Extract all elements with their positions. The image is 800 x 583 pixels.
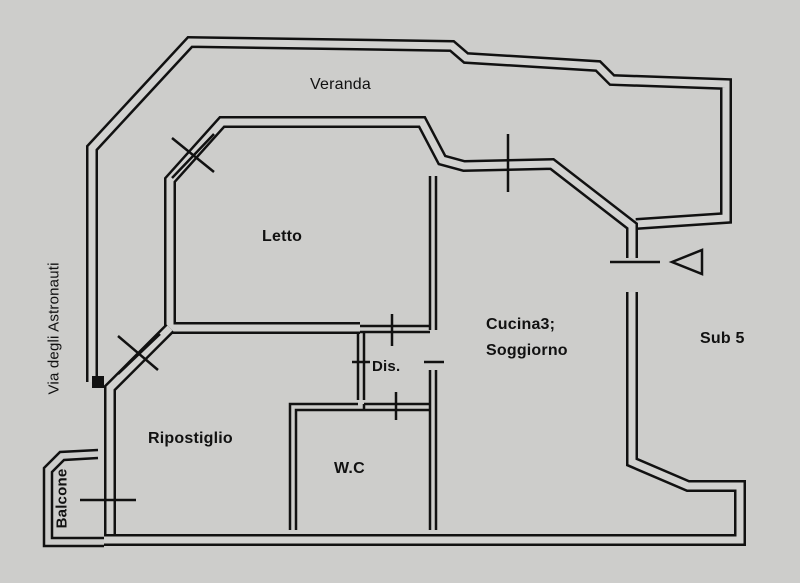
room-label-ripostiglio: Ripostiglio bbox=[148, 430, 233, 447]
partition-wall bbox=[356, 176, 438, 530]
letto-wall bbox=[164, 116, 638, 334]
neighbor-label: Sub 5 bbox=[700, 330, 745, 347]
room-label-cucina: Cucina3; bbox=[486, 316, 556, 333]
room-label-balcone: Balcone bbox=[53, 468, 71, 529]
room-label-letto: Letto bbox=[262, 228, 303, 245]
room-label-wc: W.C bbox=[334, 460, 365, 477]
street-label: Via degli Astronauti bbox=[45, 262, 63, 395]
room-label-dis: Dis. bbox=[372, 358, 401, 375]
walls bbox=[42, 35, 746, 548]
balcone-wall bbox=[42, 448, 104, 548]
room-label-veranda: Veranda bbox=[310, 76, 372, 93]
window-marks bbox=[80, 133, 704, 502]
room-label-soggiorno: Soggiorno bbox=[486, 342, 568, 359]
wc-wall bbox=[288, 402, 430, 530]
